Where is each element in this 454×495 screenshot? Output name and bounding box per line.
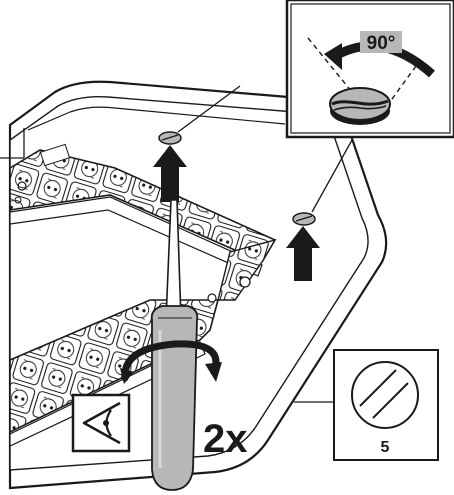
screwdriver-handle: [150, 305, 199, 491]
connector-ring: [207, 293, 217, 303]
repeat-count-label: 2x: [203, 417, 248, 461]
screw-head-detail-box: 5: [333, 349, 439, 461]
lift-arrow-icon: [286, 226, 320, 281]
lift-arrow-icon: [153, 145, 187, 202]
housing-screw-left: [158, 131, 182, 145]
terminal-screw: [14, 196, 22, 204]
housing-top-edge: [27, 106, 286, 131]
leader-line-left-screw: [177, 85, 241, 133]
leader-line-right-screw: [311, 139, 353, 213]
slotted-screw-icon: [329, 87, 391, 125]
screw-head-icon: [351, 361, 419, 429]
screwdriver-icon: [150, 196, 199, 491]
terminal-block: [39, 143, 71, 167]
eye-icon: [71, 393, 131, 453]
outlet-strip-upper-edge: [9, 196, 263, 277]
terminal-screw: [17, 181, 27, 191]
outlet-strip-upper: [9, 143, 277, 277]
rotation-detail-callout: 90°: [285, 0, 454, 139]
device-housing: [8, 80, 388, 490]
detail-number: 5: [381, 439, 390, 456]
connector-ring: [239, 276, 251, 288]
rotation-arrow-icon: [120, 340, 222, 384]
housing-screw-right: [292, 212, 316, 226]
rotation-angle-label: 90°: [367, 33, 396, 54]
